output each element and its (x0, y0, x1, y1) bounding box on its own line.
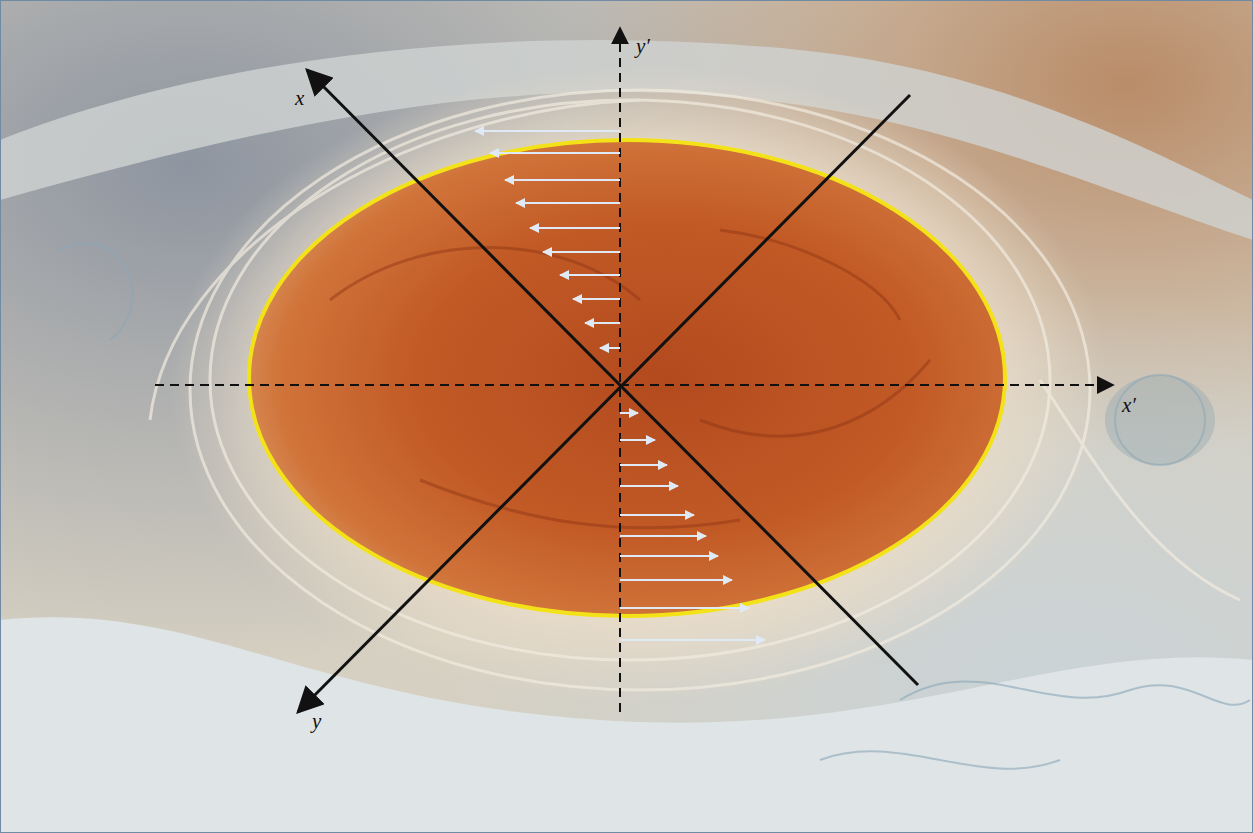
axis-label: y (312, 711, 321, 732)
axis-label: x′ (1122, 395, 1136, 416)
axis-label: y′ (636, 36, 650, 57)
axis-label: x (295, 88, 304, 109)
